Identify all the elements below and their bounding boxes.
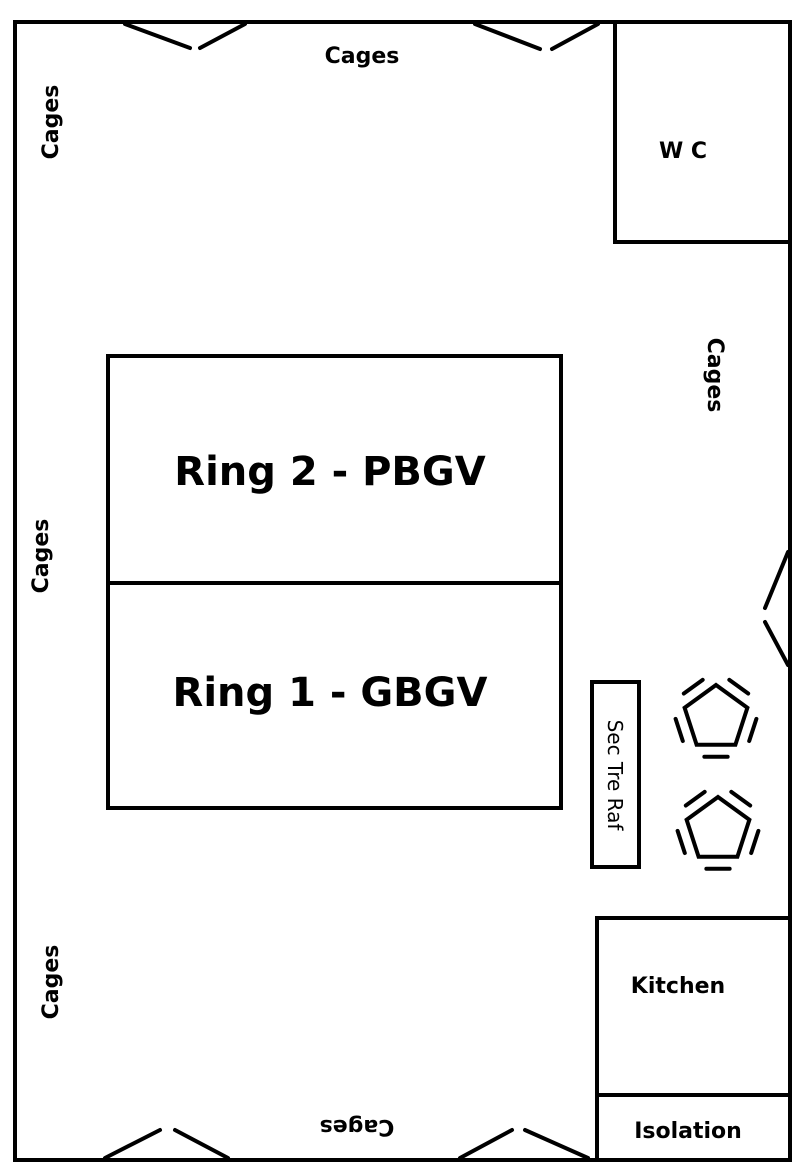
wc-room [613, 20, 792, 244]
chair [673, 716, 685, 744]
cages-label: Cages [702, 338, 727, 413]
kitchen-label: Kitchen [631, 974, 725, 999]
door-top-left [123, 22, 247, 50]
chair [675, 828, 687, 856]
chair [747, 716, 759, 744]
table-with-chairs [673, 677, 759, 759]
door-top-right [473, 22, 600, 51]
isolation-label: Isolation [634, 1119, 742, 1144]
door-bottom-left [103, 1128, 230, 1160]
chair [727, 677, 751, 696]
cages-label: Cages [325, 44, 400, 69]
cages-label: Cages [29, 519, 54, 594]
secretary-table [590, 680, 641, 869]
ring-1-area [106, 581, 563, 810]
chair [683, 789, 707, 808]
table [684, 794, 752, 859]
ring-1-label: Ring 1 - GBGV [173, 670, 488, 716]
wc-label: W C [659, 139, 707, 164]
chair [681, 677, 705, 696]
cages-label: Cages [320, 1114, 395, 1139]
kitchen-room [595, 916, 792, 1097]
secretary-table-label: Sec Tre Raf [603, 720, 627, 832]
door-bottom-right [458, 1128, 590, 1160]
cages-label: Cages [39, 945, 64, 1020]
ring-2-label: Ring 2 - PBGV [174, 449, 485, 495]
chair [749, 828, 761, 856]
cages-label: Cages [39, 85, 64, 160]
table [682, 682, 750, 747]
isolation-room [595, 1093, 792, 1162]
hall-outline [13, 20, 792, 1162]
table-with-chairs [675, 789, 761, 871]
door-right [763, 550, 790, 667]
chair [729, 789, 753, 808]
